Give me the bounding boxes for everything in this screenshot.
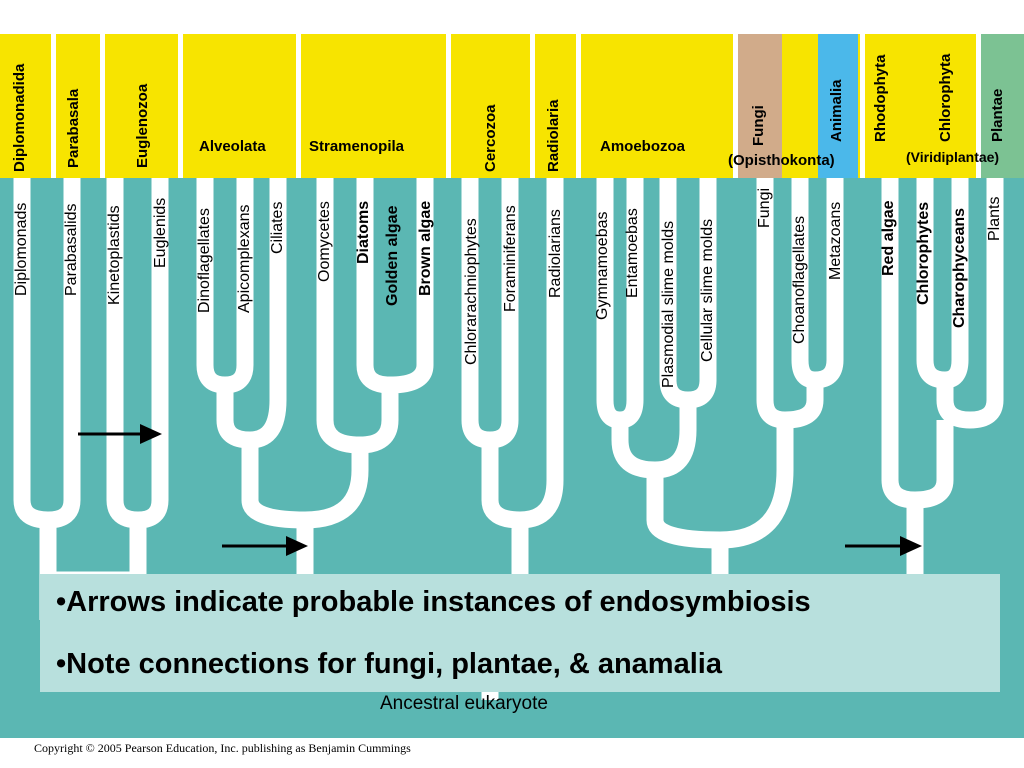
branch bbox=[611, 429, 697, 479]
separator bbox=[860, 34, 865, 178]
taxon-label-plasmodial-slime-molds: Plasmodial slime molds bbox=[660, 220, 677, 388]
branch bbox=[646, 469, 794, 549]
branch bbox=[481, 178, 519, 500]
branch bbox=[106, 178, 147, 580]
animalia-header-panel bbox=[818, 34, 858, 178]
taxon-label-metazoans: Metazoans bbox=[827, 201, 844, 280]
taxon-label-golden-algae: Golden algae bbox=[384, 205, 401, 306]
group-label-animalia: Animalia bbox=[828, 79, 845, 142]
separator bbox=[100, 34, 105, 178]
separator bbox=[446, 34, 451, 178]
taxon-label-euglenids: Euglenids bbox=[152, 197, 169, 268]
branch bbox=[611, 178, 644, 440]
separator bbox=[576, 34, 581, 178]
branch bbox=[216, 419, 259, 500]
arrowhead bbox=[286, 536, 308, 556]
taxon-label-diplomonads: Diplomonads bbox=[13, 202, 30, 296]
arrowhead bbox=[140, 424, 162, 444]
taxon-label-radiolarians: Radiolarians bbox=[547, 209, 564, 298]
group-label-viridiplantae: (Viridiplantae) bbox=[906, 149, 1000, 165]
taxon-label-entamoebas: Entamoebas bbox=[624, 208, 641, 298]
separator bbox=[178, 34, 183, 178]
branch bbox=[381, 178, 434, 420]
plantae-header-panel bbox=[980, 34, 1024, 178]
taxon-label-dinoflagellates: Dinoflagellates bbox=[196, 208, 213, 313]
group-label-stramenopila: Stramenopila bbox=[309, 138, 405, 155]
taxon-label-charophyceans: Charophyceans bbox=[951, 207, 968, 328]
taxon-label-ciliates: Ciliates bbox=[269, 201, 286, 254]
ancestral-eukaryote-label: Ancestral eukaryote bbox=[380, 693, 548, 714]
group-label-plantae: Plantae bbox=[989, 88, 1006, 142]
taxon-label-fungi: Fungi bbox=[756, 187, 773, 228]
yellow-header-strip bbox=[0, 34, 1024, 178]
separator bbox=[296, 34, 301, 178]
separator bbox=[976, 34, 981, 178]
branch bbox=[936, 178, 971, 429]
taxon-label-choanoflagellates: Choanoflagellates bbox=[791, 215, 808, 344]
group-label-chlorophyta: Chlorophyta bbox=[937, 53, 954, 142]
taxon-label-brown-algae: Brown algae bbox=[417, 200, 434, 296]
group-label-cercozoa: Cercozoa bbox=[482, 104, 499, 172]
endosymbiosis-arrow-3 bbox=[845, 536, 922, 556]
branch bbox=[224, 178, 254, 394]
notes-box bbox=[40, 574, 1000, 692]
group-label-radiolaria: Radiolaria bbox=[545, 99, 562, 172]
taxon-label-gymnamoebas: Gymnamoebas bbox=[594, 211, 611, 321]
group-label-fungi: Fungi bbox=[750, 105, 767, 146]
taxon-label-red-algae: Red algae bbox=[880, 200, 897, 276]
taxon-label-chlorophytes: Chlorophytes bbox=[915, 201, 932, 305]
taxon-label-chlorarachniophytes: Chlorarachniophytes bbox=[463, 218, 480, 365]
arrowhead bbox=[900, 536, 922, 556]
group-label-rhodophyta: Rhodophyta bbox=[872, 54, 889, 143]
taxon-label-parabasalids: Parabasalids bbox=[63, 203, 80, 297]
taxon-label-plants: Plants bbox=[986, 196, 1003, 241]
taxon-label-foraminiferans: Foraminiferans bbox=[502, 205, 519, 312]
group-label-alveolata: Alveolata bbox=[199, 138, 266, 155]
branch bbox=[137, 178, 169, 529]
copyright-notice: Copyright © 2005 Pearson Education, Inc.… bbox=[34, 741, 411, 755]
taxon-label-oomycetes: Oomycetes bbox=[316, 201, 333, 282]
group-label-amoebozoa: Amoebozoa bbox=[600, 138, 686, 155]
branch bbox=[196, 178, 234, 420]
branch bbox=[679, 178, 717, 430]
branch bbox=[481, 499, 529, 620]
taxon-label-kinetoplastids: Kinetoplastids bbox=[106, 205, 123, 305]
branch bbox=[47, 178, 81, 529]
taxon-label-cellular-slime-molds: Cellular slime molds bbox=[699, 218, 716, 362]
note-arrows: •Arrows indicate probable instances of e… bbox=[56, 586, 811, 618]
branch bbox=[969, 178, 1004, 429]
group-label-opisthokonta: (Opisthokonta) bbox=[728, 152, 835, 169]
taxon-label-diatoms: Diatoms bbox=[355, 200, 372, 264]
group-label-diplomonadida: Diplomonadida bbox=[11, 63, 28, 172]
separator bbox=[51, 34, 56, 178]
separator bbox=[733, 34, 738, 178]
separator bbox=[530, 34, 535, 178]
endosymbiosis-arrow-1 bbox=[78, 424, 162, 444]
group-label-euglenozoa: Euglenozoa bbox=[134, 83, 151, 168]
branch bbox=[351, 419, 399, 470]
group-label-parabasala: Parabasala bbox=[65, 88, 82, 168]
fungi-header-panel bbox=[738, 34, 782, 178]
endosymbiosis-arrow-2 bbox=[222, 536, 308, 556]
taxon-label-apicomplexans: Apicomplexans bbox=[236, 204, 253, 314]
endosymbiosis-arrows bbox=[78, 424, 922, 556]
branch bbox=[776, 178, 844, 470]
group-separators bbox=[51, 34, 981, 178]
note-connections: •Note connections for fungi, plantae, & … bbox=[56, 648, 722, 680]
